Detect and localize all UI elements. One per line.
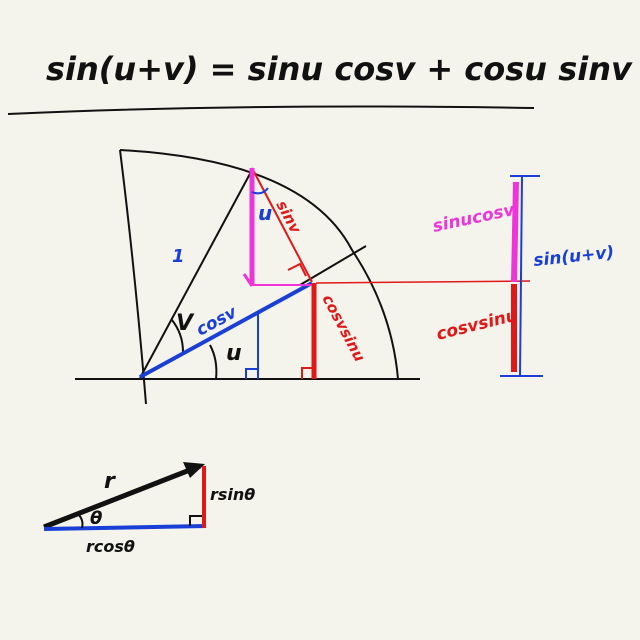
label-cosv-sinu: cosvsinu [318,291,368,364]
angle-u-arc [209,344,218,380]
unit-arc [119,149,399,380]
magenta-arrowhead [242,273,254,287]
label-sinu-cosv: sinucosv [431,200,517,237]
right-angle-marker-blue [245,368,258,379]
sum-bar-blue-line [519,175,523,377]
label-sin-u-plus-v: sin(u+v) [532,243,615,271]
sin-v-segment [251,167,313,283]
y-axis [119,149,147,405]
right-angle-marker-red [301,367,314,379]
label-r: r [104,469,116,494]
r-cos-segment [43,524,207,531]
right-angle-marker-small [189,515,202,526]
radius-line [139,169,253,379]
r-vector-arrowhead [183,462,205,478]
right-angle-marker-top [287,262,307,277]
sum-bar-magenta [511,181,519,283]
title-underline [7,105,535,115]
label-r-cos-theta: rcosθ [86,537,135,556]
cos-v-segment [139,281,313,379]
angle-u-top-arc [251,187,269,195]
red-horizontal-guide [315,280,531,284]
label-angle-v: V [176,311,195,336]
sum-bar [500,175,543,377]
r-vector [43,463,201,530]
label-theta: θ [90,508,102,529]
label-hypotenuse: 1 [172,246,185,267]
unit-circle-diagram [75,149,531,405]
label-cosv-sinu-bar: cosvsinu [434,305,519,345]
formula-title: sin(u+v) = sinu cosv + cosu sinv [46,50,633,88]
polar-triangle [43,462,207,531]
theta-arc [77,513,84,529]
angle-v-arc [171,319,184,353]
label-angle-u-top: u [258,201,272,225]
label-r-sin-theta: rsinθ [210,485,255,504]
label-angle-u: u [226,341,242,366]
